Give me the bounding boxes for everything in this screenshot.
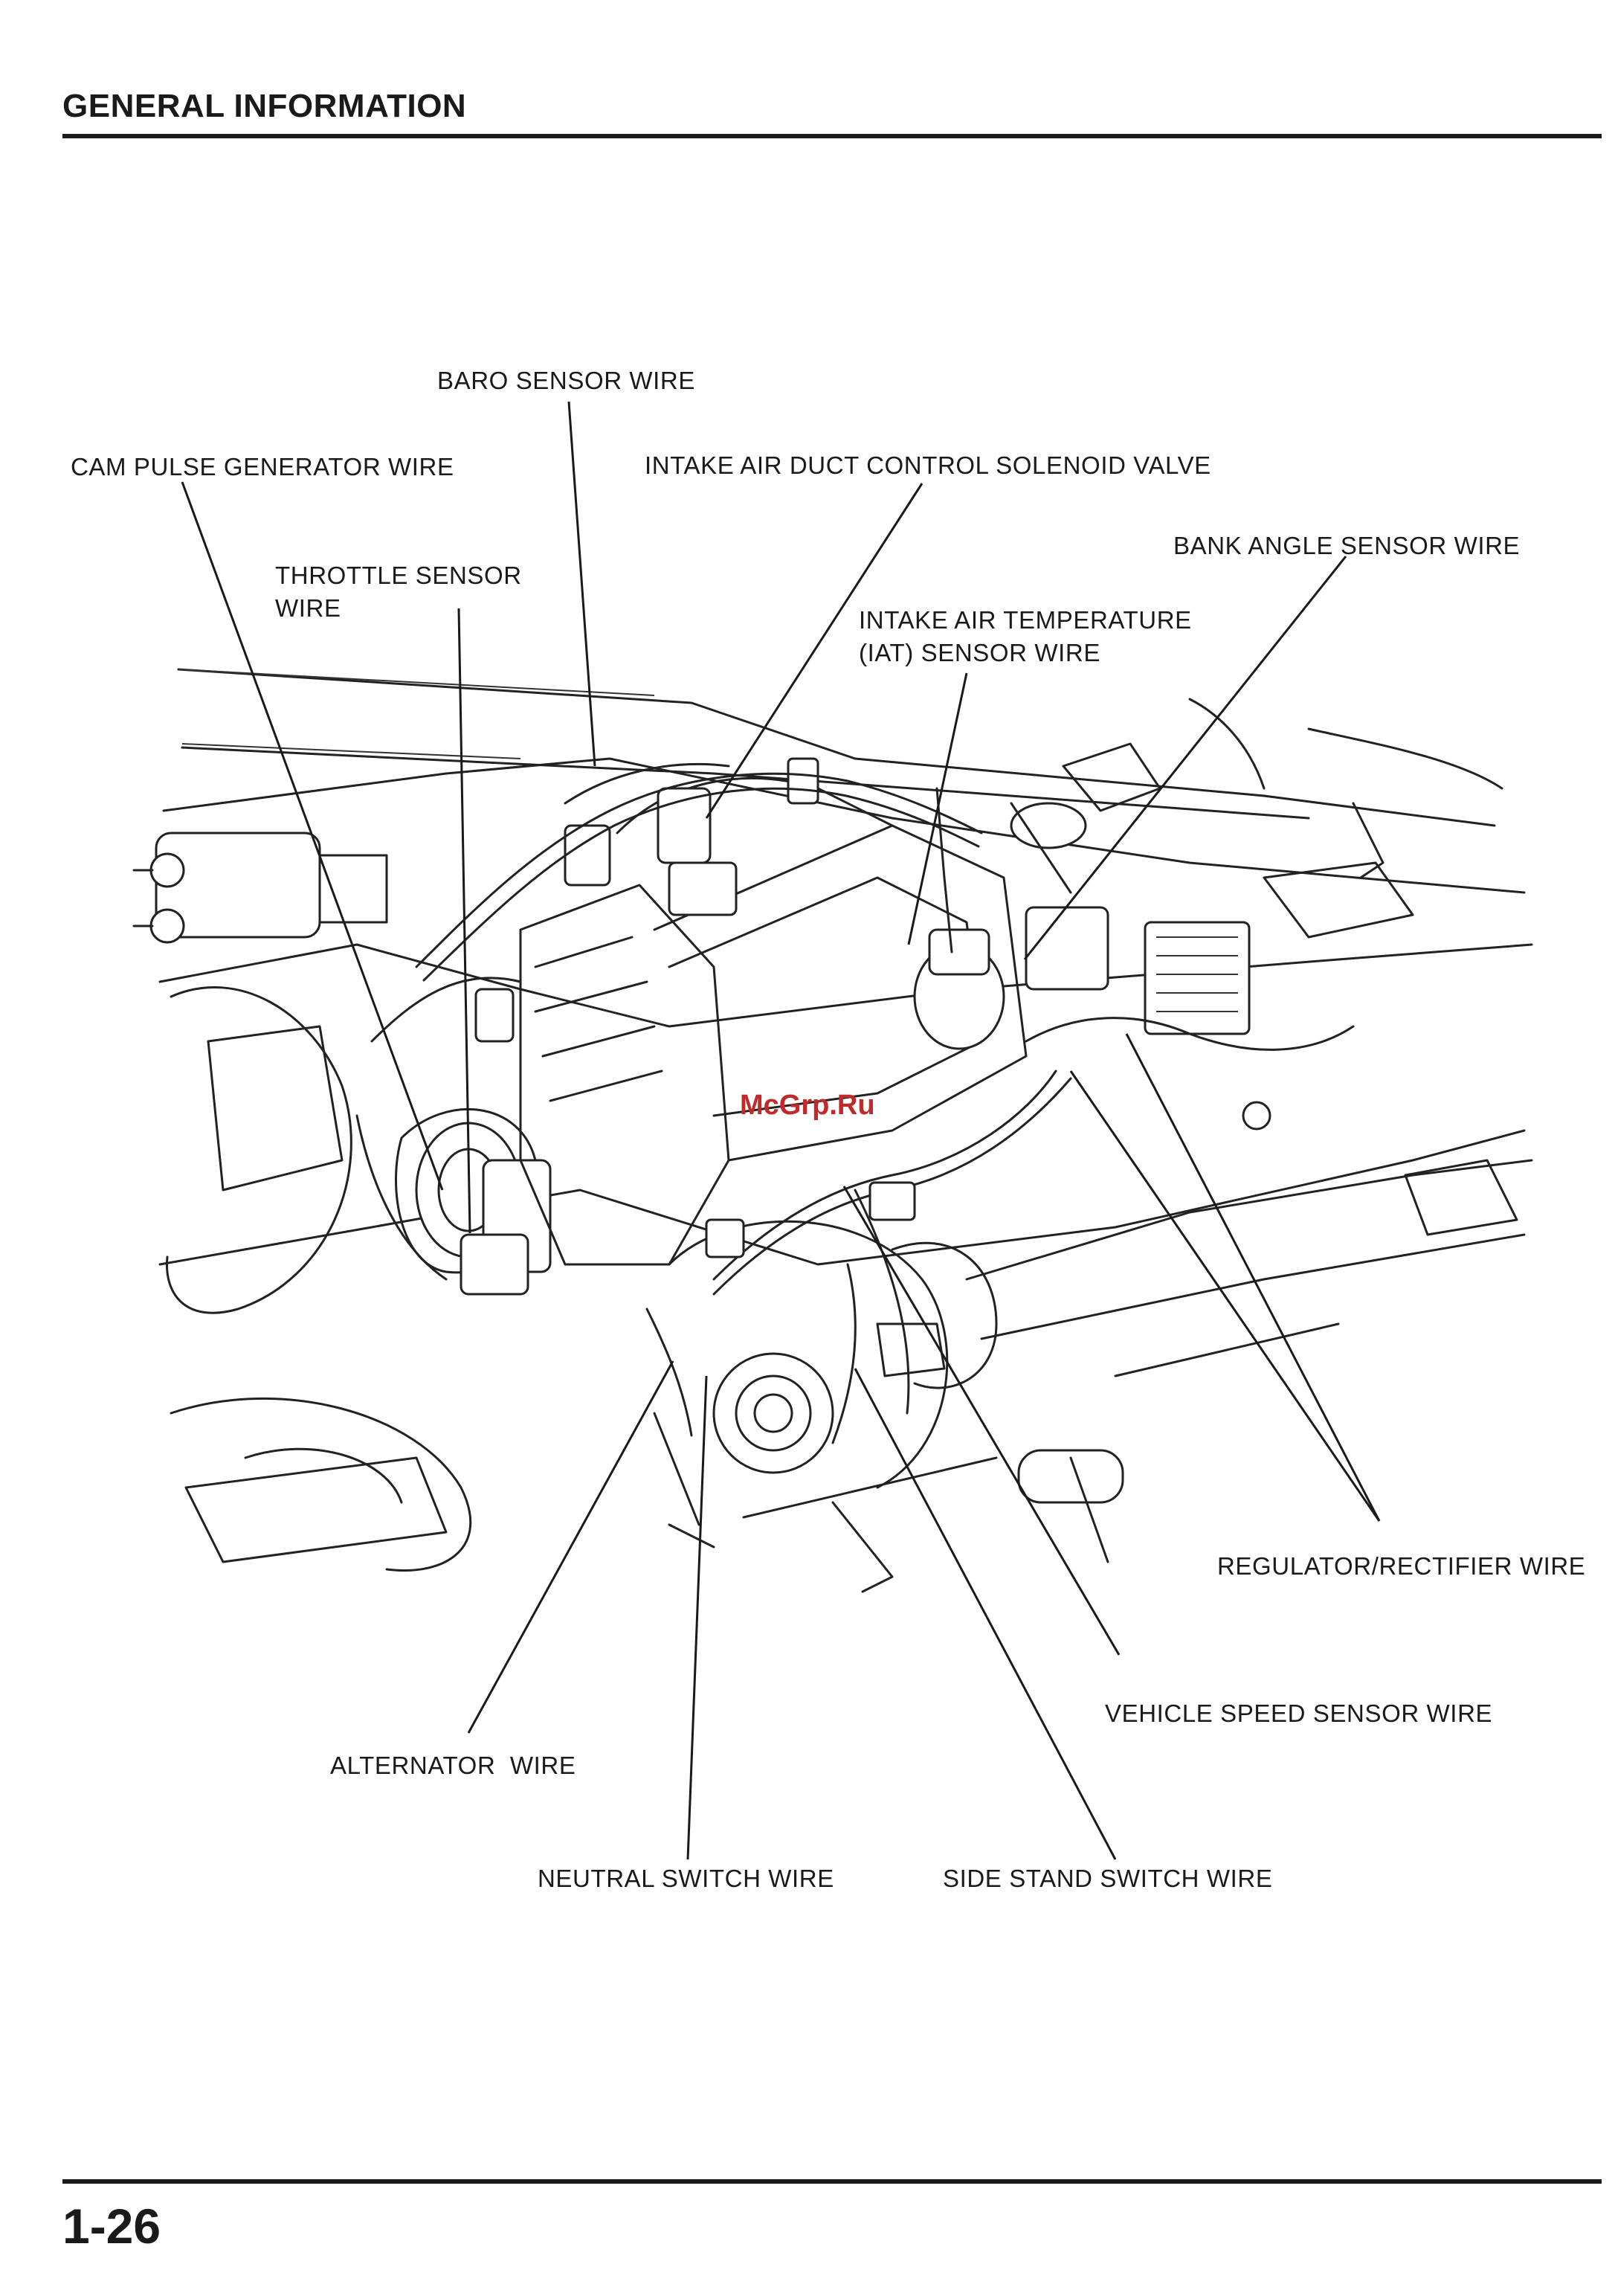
motorcycle-illustration: [132, 668, 1533, 1593]
section-title: GENERAL INFORMATION: [62, 88, 467, 124]
callout-alternator-wire: ALTERNATOR WIRE: [330, 1752, 576, 1779]
header-rule: [62, 134, 1602, 138]
watermark: McGrp.Ru: [740, 1090, 875, 1121]
callout-cam-pulse-generator-wire: CAM PULSE GENERATOR WIRE: [71, 453, 454, 480]
callout-intake-air-duct-control-solenoid-valve: INTAKE AIR DUCT CONTROL SOLENOID VALVE: [645, 451, 1211, 479]
callout-vehicle-speed-sensor-wire: VEHICLE SPEED SENSOR WIRE: [1105, 1700, 1493, 1727]
callout-neutral-switch-wire: NEUTRAL SWITCH WIRE: [538, 1865, 834, 1892]
callout-side-stand-switch-wire: SIDE STAND SWITCH WIRE: [943, 1865, 1273, 1892]
callout-iat-sensor-wire: INTAKE AIR TEMPERATURE(IAT) SENSOR WIRE: [859, 606, 1192, 666]
callout-leader-lines: [181, 401, 1381, 1860]
footer-rule: [62, 2179, 1602, 2184]
callout-bank-angle-sensor-wire: BANK ANGLE SENSOR WIRE: [1173, 532, 1521, 559]
page-number: 1-26: [62, 2199, 161, 2254]
callout-baro-sensor-wire: BARO SENSOR WIRE: [437, 367, 695, 394]
callout-regulator-rectifier-wire: REGULATOR/RECTIFIER WIRE: [1217, 1552, 1586, 1580]
